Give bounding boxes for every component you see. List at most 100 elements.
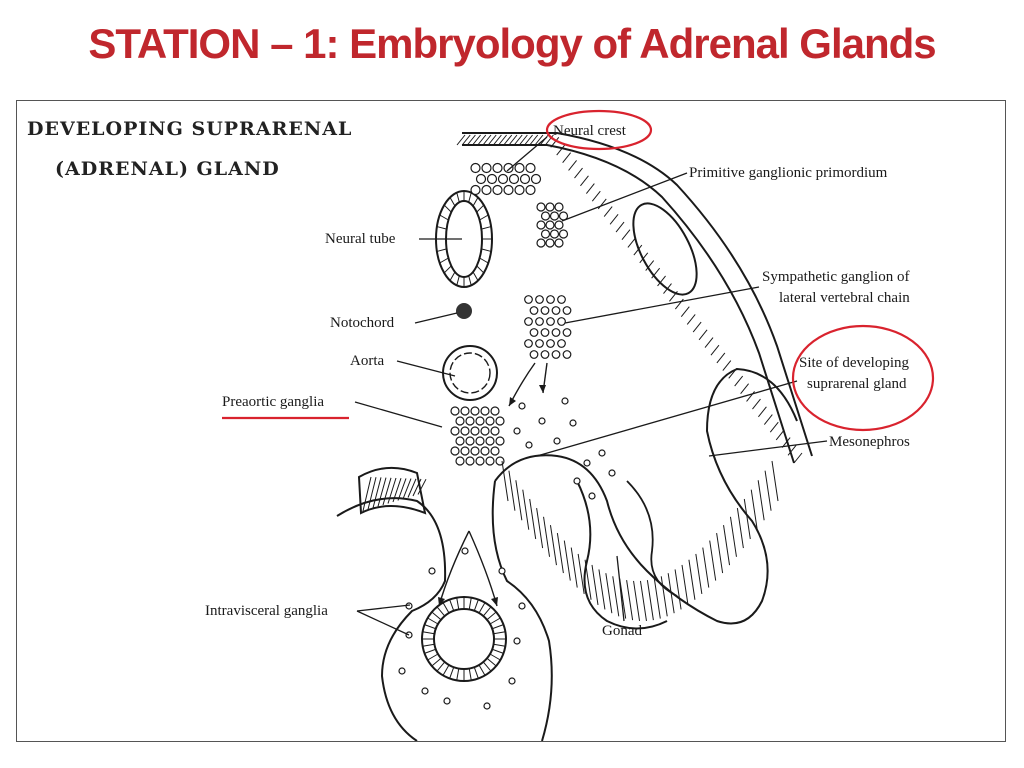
cell [398, 667, 406, 675]
cell [485, 436, 495, 446]
body-wall [456, 132, 813, 464]
hatch-line [585, 183, 595, 194]
coelom-outline [632, 202, 698, 296]
hatch-line [612, 576, 620, 617]
hatch-line [657, 275, 666, 287]
cell [475, 456, 485, 466]
hatch-line [660, 576, 668, 617]
hatch-line [492, 134, 502, 146]
hatch-line [639, 252, 649, 264]
hatch-line [529, 134, 539, 146]
figure-frame: DEVELOPING SUPRARENAL (ADRENAL) GLAND [16, 100, 1006, 742]
cell [503, 184, 514, 196]
hatch-line [486, 611, 497, 621]
hatch-line [456, 134, 466, 146]
hatch-line [482, 606, 492, 617]
cell [554, 238, 564, 248]
cell [598, 449, 606, 457]
cell [470, 162, 481, 174]
hatch-line [646, 580, 654, 621]
hatch-line [615, 221, 625, 233]
hatch-line [501, 460, 509, 502]
hatch-line [752, 398, 761, 410]
cell [546, 295, 555, 304]
hatch-line [382, 477, 392, 506]
cell [562, 306, 572, 315]
hatch-line [681, 564, 689, 605]
cell [608, 469, 616, 477]
adrenal-diagram: DEVELOPING SUPRARENAL (ADRENAL) GLAND [27, 109, 935, 741]
label-sympathetic-2: lateral vertebral chain [779, 290, 910, 306]
hatch-line [436, 661, 446, 672]
hatch-line [417, 478, 427, 495]
cell [558, 229, 569, 239]
cell [475, 416, 485, 426]
hatch-line [556, 144, 566, 156]
hatch-line [591, 564, 599, 605]
hatch-line [481, 248, 492, 252]
hatch-line [771, 460, 779, 502]
hatch-line [563, 540, 571, 581]
cell [538, 417, 546, 425]
cell [481, 184, 492, 196]
cell [460, 446, 470, 456]
hatch-line [482, 134, 492, 146]
cell [492, 184, 503, 196]
hatch-line [710, 344, 720, 356]
cell [535, 295, 544, 304]
hatch-line [515, 480, 523, 521]
highlight-site [791, 324, 935, 432]
hatch-line [680, 306, 690, 318]
cell [536, 202, 546, 212]
hatch-line [508, 470, 516, 511]
cell [546, 339, 555, 348]
cell [525, 184, 536, 196]
hatch-line [577, 553, 585, 595]
hatch-line [431, 611, 442, 621]
intravisceral-ganglia-cells [398, 547, 526, 710]
hatch-line [489, 653, 501, 661]
hatch-line [486, 657, 497, 667]
hatch-line [449, 667, 455, 679]
cell [486, 173, 498, 185]
hatch-line [740, 383, 750, 395]
cell [490, 426, 500, 436]
cell [497, 173, 509, 185]
hatch-line [603, 206, 613, 217]
cell [480, 406, 490, 416]
hatch-line [534, 134, 544, 146]
cell [551, 328, 561, 337]
figure-title-line1: DEVELOPING SUPRARENAL [27, 118, 352, 140]
cell [551, 306, 561, 315]
cell [503, 162, 514, 174]
hatch-line [513, 134, 523, 146]
hatch-line [503, 134, 513, 146]
hatch-line [568, 160, 577, 171]
hatch-line [442, 602, 450, 614]
label-neural-crest: Neural crest [553, 123, 627, 139]
neural-crest-cells [470, 162, 542, 196]
label-aorta: Aorta [350, 353, 384, 369]
cell [455, 456, 465, 466]
highlight-neural-crest [545, 109, 653, 151]
hatch-line [524, 134, 533, 146]
hatch-line [431, 657, 442, 667]
hatch-line [498, 134, 507, 146]
hatch-line [422, 631, 435, 635]
hatch-line [764, 470, 772, 511]
hatch-line [653, 578, 661, 619]
cell [524, 339, 533, 348]
hatch-line [743, 498, 751, 540]
hatch-line [722, 360, 732, 371]
cell [461, 547, 469, 555]
hatch-line [392, 478, 402, 503]
cell [524, 295, 533, 304]
hatch-line [472, 197, 479, 207]
hatch-line [443, 265, 452, 274]
hatch-line [692, 321, 702, 333]
cell [470, 406, 480, 416]
hatch-line [436, 606, 446, 617]
hatch-line [793, 452, 803, 464]
cell [480, 426, 490, 436]
hatch-line [645, 260, 655, 271]
